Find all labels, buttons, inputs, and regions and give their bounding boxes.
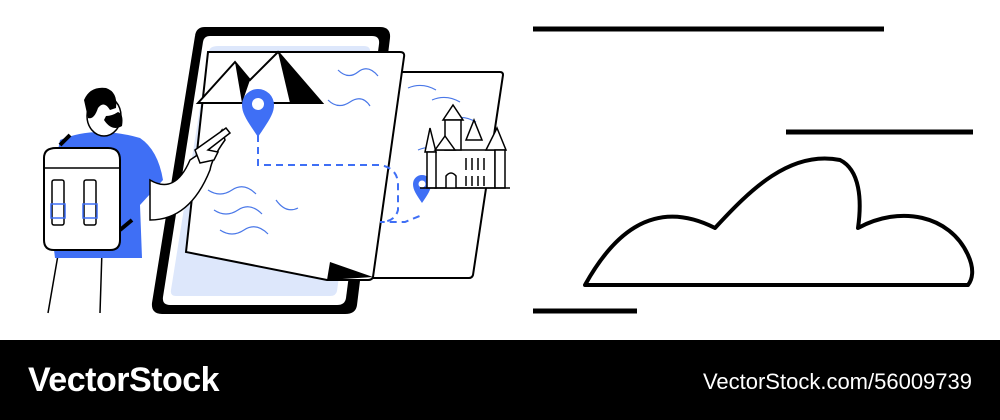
backpack-icon xyxy=(43,147,121,251)
mountain-icon xyxy=(195,50,325,104)
brand-logo: VectorStock xyxy=(28,361,220,399)
route-path xyxy=(257,135,423,223)
castle-icon xyxy=(420,103,510,189)
decorative-lines xyxy=(533,26,973,314)
image-id-label: VectorStock.com/56009739 xyxy=(702,369,972,394)
map-pin-icon xyxy=(242,89,274,137)
travel-map-illustration xyxy=(43,26,975,314)
front-map-page xyxy=(184,51,406,281)
watermark-footer: VectorStock VectorStock.com/56009739 xyxy=(0,340,1000,420)
cloud-icon xyxy=(583,156,975,287)
